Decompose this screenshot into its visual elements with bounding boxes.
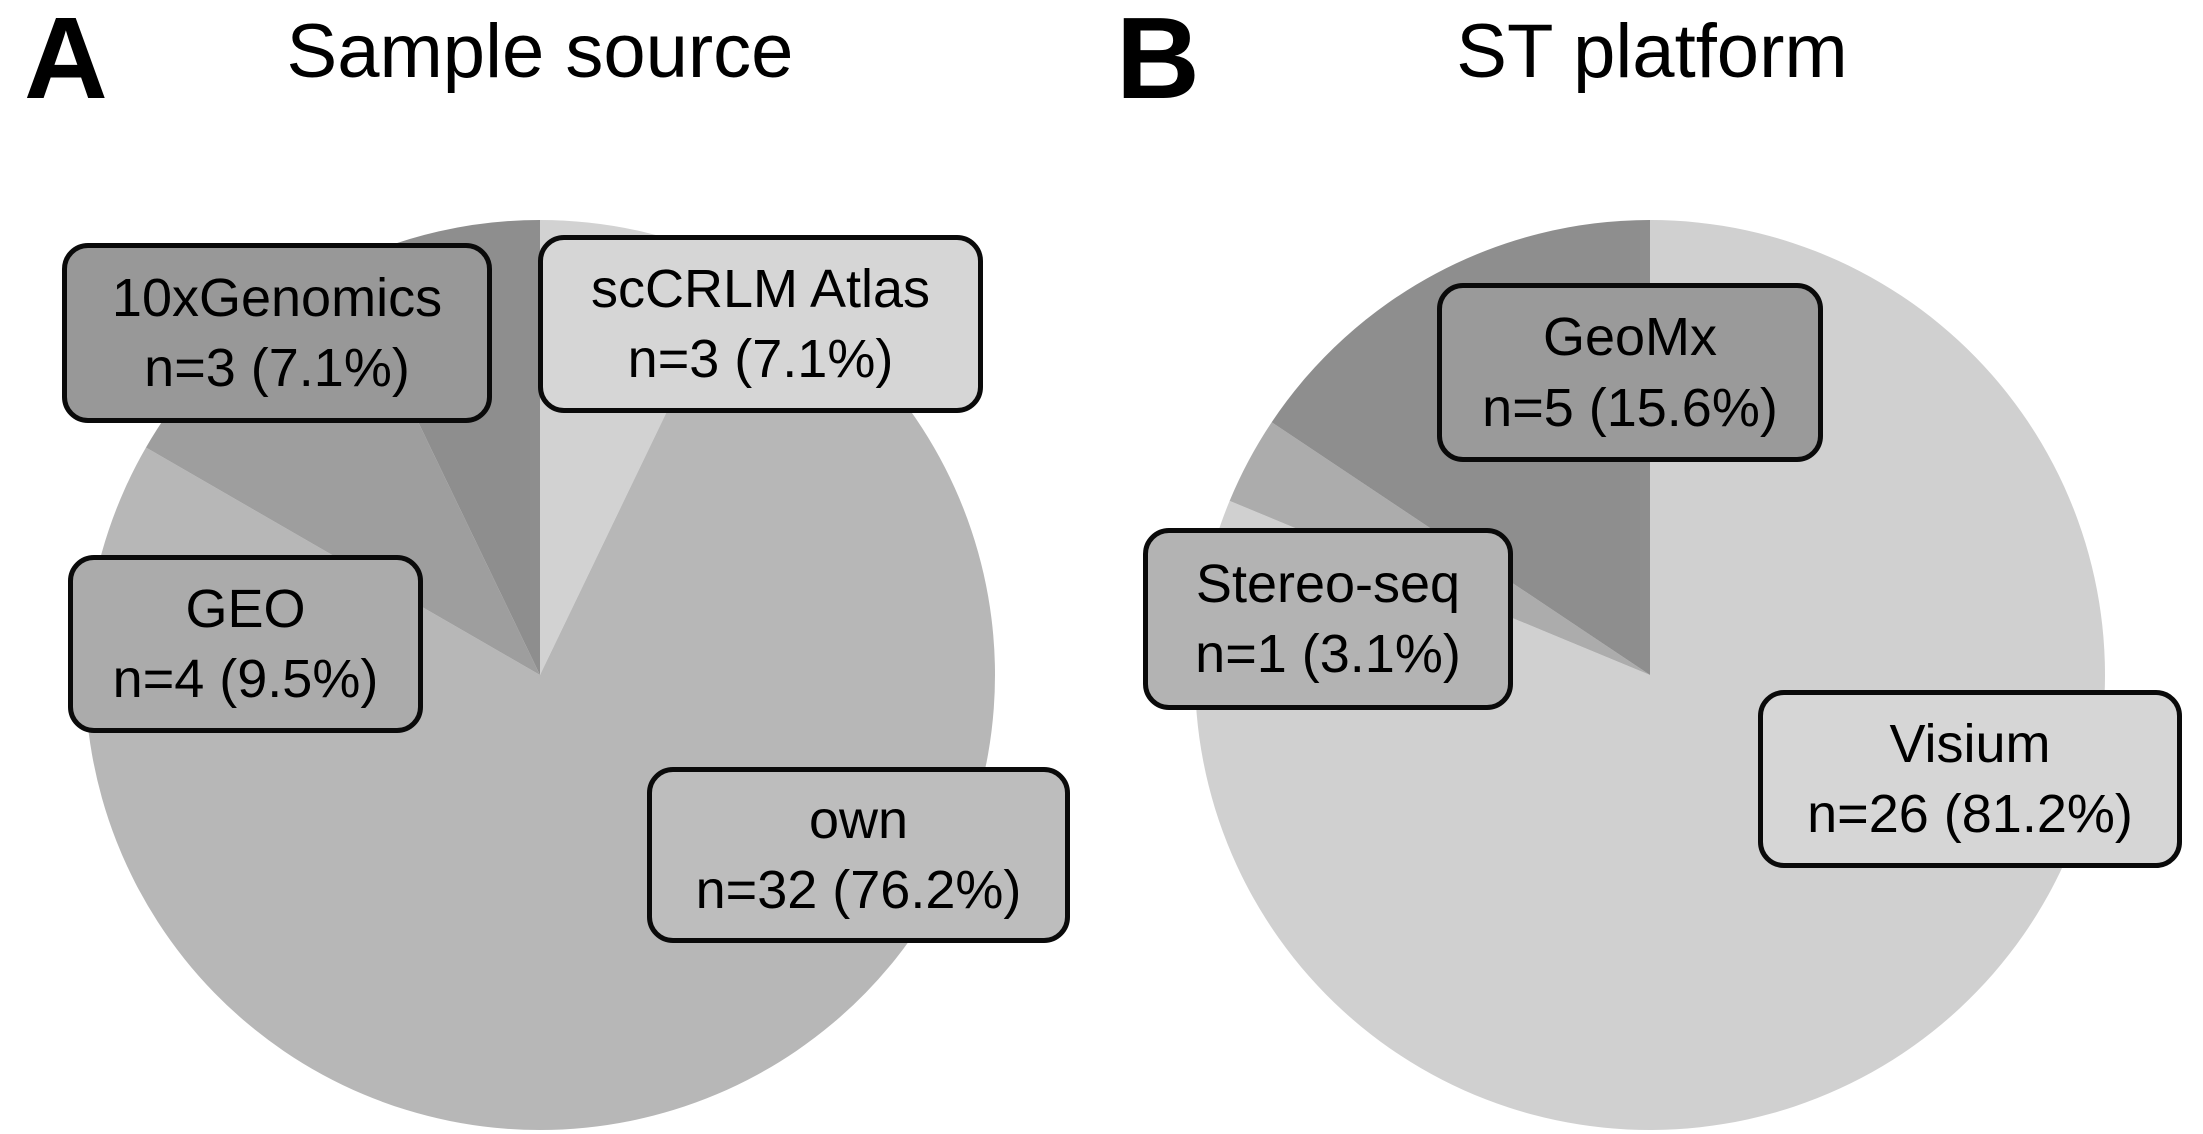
callout-10xgenomics: 10xGenomics n=3 (7.1%) xyxy=(62,243,492,423)
callout-sccrlm-atlas: scCRLM Atlas n=3 (7.1%) xyxy=(538,235,983,413)
callout-geo-value: n=4 (9.5%) xyxy=(112,649,379,709)
callout-10xgenomics-value: n=3 (7.1%) xyxy=(144,338,410,398)
callout-sccrlm-atlas-value: n=3 (7.1%) xyxy=(627,329,894,389)
callout-own: own n=32 (76.2%) xyxy=(647,767,1070,943)
pie-B-slice-visium xyxy=(1194,220,2105,1131)
callout-own-value: n=32 (76.2%) xyxy=(695,860,1022,920)
panel-letter-a: A xyxy=(24,0,108,123)
callout-visium-value: n=26 (81.2%) xyxy=(1807,784,2133,844)
callout-own-label: own xyxy=(808,789,909,850)
callout-geomx-label: GeoMx xyxy=(1542,307,1718,368)
callout-visium-label: Visium xyxy=(1889,713,2051,774)
panel-letter-b: B xyxy=(1116,0,1200,123)
callout-geomx: GeoMx n=5 (15.6%) xyxy=(1437,283,1823,462)
panel-title-sample-source: Sample source xyxy=(286,9,794,94)
callout-visium: Visium n=26 (81.2%) xyxy=(1758,690,2182,868)
panel-title-st-platform: ST platform xyxy=(1456,9,1848,94)
callout-geo-label: GEO xyxy=(185,578,306,639)
callout-geomx-value: n=5 (15.6%) xyxy=(1482,377,1778,438)
callout-sccrlm-atlas-label: scCRLM Atlas xyxy=(590,258,931,319)
callout-stereo-seq-value: n=1 (3.1%) xyxy=(1195,624,1461,684)
callout-geo: GEO n=4 (9.5%) xyxy=(68,555,423,733)
callout-stereo-seq: Stereo-seq n=1 (3.1%) xyxy=(1143,528,1513,710)
callout-stereo-seq-label: Stereo-seq xyxy=(1195,553,1461,614)
callout-10xgenomics-label: 10xGenomics xyxy=(111,267,443,328)
